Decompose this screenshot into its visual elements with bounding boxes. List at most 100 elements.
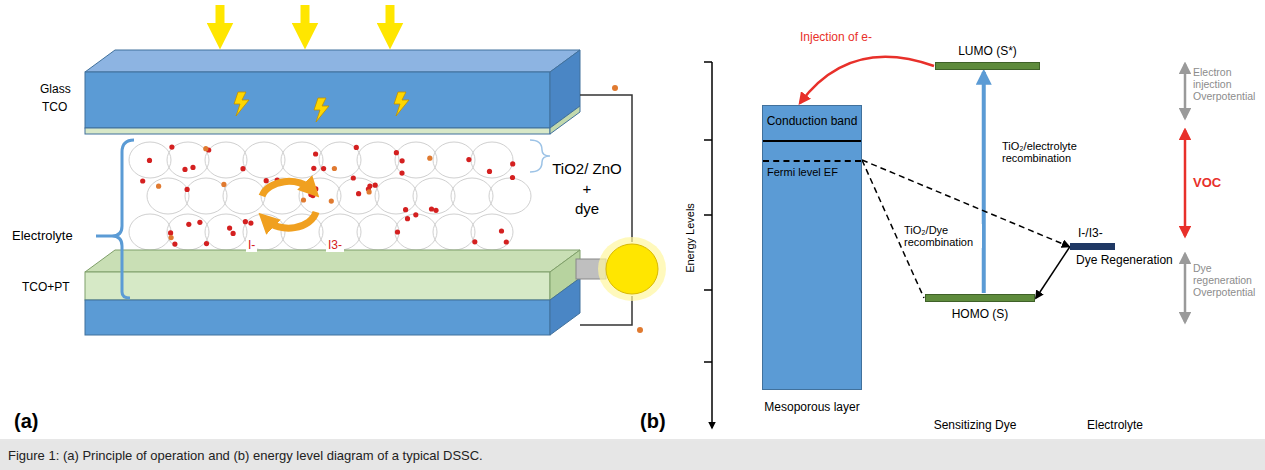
redox-label: Dye Regeneration [1076,253,1173,267]
panel-letter: (a) [14,410,38,433]
light-rays [220,5,390,36]
tio2-particle [205,142,247,178]
dye-molecule [308,192,313,197]
dye-molecule [221,182,226,187]
column-label: Mesoporous layer [733,400,891,414]
dye-molecule [395,229,400,234]
energy-axis [704,62,712,428]
dye-molecule [203,146,208,151]
lumo-level: LUMO (S*) [935,44,1040,70]
axis-title: Energy Levels [684,188,696,288]
dye-molecule [168,230,173,235]
layer-label: TCO [42,100,67,114]
dye-molecule [169,145,174,150]
tio2-particle [147,178,189,214]
dye-molecule [433,208,438,213]
dye-molecule [186,222,191,227]
dye-molecule [466,157,471,162]
dye-molecule [472,239,477,244]
dye-molecule [301,197,306,202]
tio2-particle [395,142,437,178]
tio2-particle [167,142,209,178]
tio2-particle [433,142,475,178]
dye-molecule [403,207,408,212]
dye-molecule [147,158,152,163]
orbital-label: LUMO (S*) [958,44,1017,58]
material-label: dye [548,200,626,217]
dye-molecule [169,235,174,240]
redox-bar [1070,243,1115,250]
dye-molecule [510,161,515,166]
material-label: TiO2/ ZnO [548,160,626,177]
dye-molecule [429,206,434,211]
tio2-particle [395,214,437,250]
dye-molecule [413,212,418,217]
tio2-particle [281,142,323,178]
overpotential-label: Dye regeneration Overpotential [1193,262,1261,298]
tio2-particle [451,178,493,214]
column-label: Electrolyte [1055,418,1175,432]
tio2-particle [489,178,531,214]
layer-label: TCO+PT [22,280,70,294]
tio2-particle [471,214,513,250]
dye-molecule [321,166,326,171]
dye-molecule [313,151,318,156]
dye-molecule [499,228,504,233]
photon-bolts [234,92,409,122]
dye-molecule [332,166,337,171]
tio2-particle [167,214,209,250]
dye-molecule [354,145,359,150]
dye-molecule [248,221,253,226]
tio2-particle [471,142,513,178]
tio2-particle [357,142,399,178]
dye-molecule [311,166,316,171]
tio2-particle [357,214,399,250]
voltage-label: VOC [1193,175,1221,190]
material-label: + [548,180,626,197]
dye-molecule [190,165,195,170]
dye-molecule [405,216,410,221]
electrolyte-particles [129,142,531,250]
tio2-particle [413,178,455,214]
tio2-particle [223,178,265,214]
overpotential-label: Electron injection Overpotential [1193,66,1261,102]
edge-label: TiO₂/Dye recombination [902,224,982,248]
dye-molecule [185,187,190,192]
tio2-particle [337,178,379,214]
overpotential-arrows [1184,64,1187,322]
connector [1036,247,1070,299]
column-label: Sensitizing Dye [915,418,1035,432]
orbital-label: HOMO (S) [952,307,1009,321]
layer-label: Electrolyte [12,228,73,243]
dye-molecule [243,219,248,224]
bottom-plate [85,250,580,335]
edge-label: Injection of e- [798,30,874,44]
connector [800,57,934,103]
conduction-band-edge [763,140,861,142]
dye-molecule [367,189,372,194]
mesoporous-layer: Conduction bandFermi level EFMesoporous … [762,105,862,390]
dye-molecule [197,220,202,225]
homo-level: HOMO (S) [925,294,1035,321]
electrolyte-bracket [96,140,550,298]
dye-molecule [204,241,209,246]
dye-molecule [227,226,232,231]
dye-molecule [140,178,145,183]
top-glass-plate [85,50,580,134]
dye-molecule [264,178,269,183]
dye-molecule [329,199,334,204]
dye-molecule [400,158,405,163]
dye-molecule [156,184,161,189]
caption-band: Figure 1: (a) Principle of operation and… [0,441,1265,470]
dye-molecule [231,231,236,236]
ion-label: I3- [326,238,344,252]
tio2-particle [375,178,417,214]
dye-molecule [399,171,404,176]
dye-molecule [356,191,361,196]
tio2-particle [205,214,247,250]
homo-bar [925,294,1035,302]
connector [982,72,986,293]
